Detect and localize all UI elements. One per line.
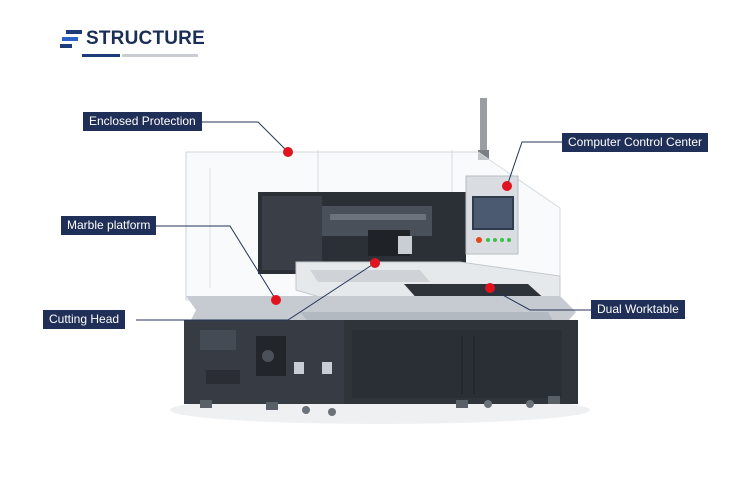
caster-wheel <box>302 406 310 414</box>
leader-lines <box>136 121 591 321</box>
callout-enclosed-protection: Enclosed Protection <box>83 112 202 131</box>
brand-stripes-icon <box>60 30 82 48</box>
callout-computer-control-center: Computer Control Center <box>562 133 709 152</box>
signal-tower-base <box>478 150 489 160</box>
callout-markers <box>271 147 512 305</box>
machine-foot <box>200 400 212 408</box>
signal-tower <box>480 98 487 158</box>
callout-dual-worktable: Dual Worktable <box>591 300 685 319</box>
page-title: STRUCTURE <box>86 28 205 49</box>
section-header: STRUCTURE <box>60 26 220 60</box>
title-underline-accent <box>82 54 120 57</box>
title-underline <box>122 54 198 57</box>
callout-marble-platform: Marble platform <box>61 216 157 235</box>
callout-cutting-head: Cutting Head <box>43 310 126 329</box>
